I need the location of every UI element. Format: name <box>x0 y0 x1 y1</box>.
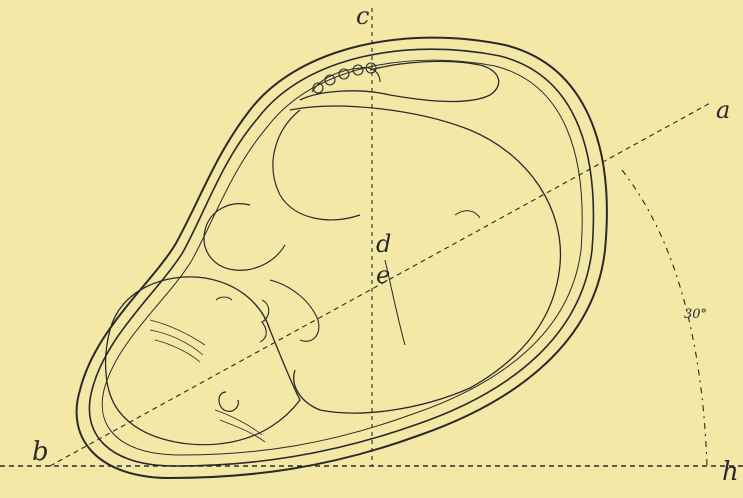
label-e: e <box>376 261 390 289</box>
label-b: b <box>32 437 49 467</box>
hair-strokes <box>150 320 265 442</box>
fetal-hand <box>270 280 319 341</box>
fetal-body <box>290 106 560 413</box>
ear <box>219 392 238 411</box>
fetal-head <box>106 277 300 445</box>
uterus-outer-wall <box>77 38 607 478</box>
fetal-foot <box>312 63 380 93</box>
angle-label: 30° <box>684 307 707 322</box>
eye <box>216 297 232 300</box>
label-h: h <box>722 457 739 487</box>
fetal-arm <box>204 204 285 271</box>
belly-crease <box>455 211 480 218</box>
nose-mouth <box>260 300 269 342</box>
label-c: c <box>356 2 369 30</box>
amniotic-membrane <box>102 60 582 455</box>
label-d: d <box>376 230 391 258</box>
label-a: a <box>716 96 730 124</box>
fetal-knee <box>273 110 360 220</box>
